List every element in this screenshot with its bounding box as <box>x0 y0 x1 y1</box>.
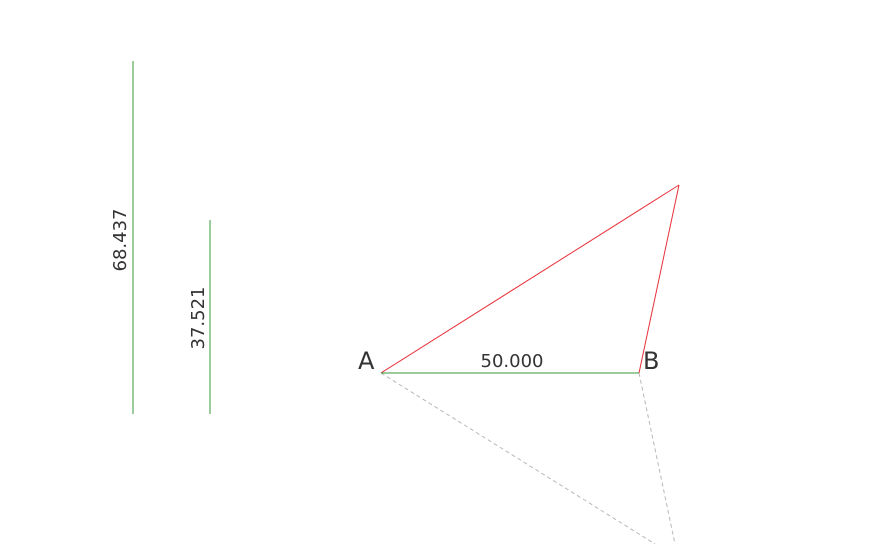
long-side-length-label: 68.437 <box>110 209 131 272</box>
point-a-label: A <box>358 347 375 375</box>
point-b-label: B <box>643 347 659 375</box>
triangle-side-bc[interactable] <box>638 184 680 374</box>
reflected-side-from-a <box>380 372 656 544</box>
base-length-label: 50.000 <box>481 351 544 372</box>
triangle-side-ac[interactable] <box>380 184 680 374</box>
reflected-side-from-b <box>638 372 676 544</box>
short-side-length-label: 37.521 <box>188 287 209 350</box>
